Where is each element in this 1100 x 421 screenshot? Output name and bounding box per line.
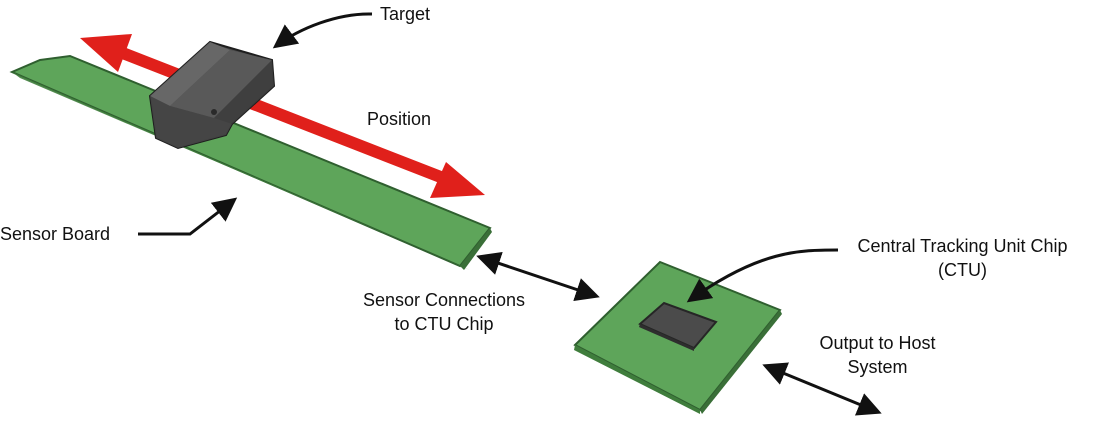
output-label: Output to Host System: [790, 331, 965, 379]
ctu-label-line-2: (CTU): [938, 260, 987, 280]
sensor-board-pointer: [138, 197, 238, 236]
output-label-line-2: System: [847, 357, 908, 377]
sensor-connections-line-1: Sensor Connections: [362, 290, 526, 310]
sensor-board: [9, 54, 492, 270]
sensor-connections-line-2: to CTU Chip: [394, 314, 494, 334]
ctu-label: Central Tracking Unit Chip (CTU): [835, 234, 1090, 282]
ctu-pointer: [686, 248, 839, 303]
target-label: Target: [380, 4, 431, 24]
sensor-connections-label: Sensor Connections to CTU Chip: [334, 288, 554, 336]
target-pointer: [272, 12, 373, 49]
position-label: Position: [367, 109, 432, 129]
ctu-chip: [638, 301, 718, 351]
sensor-board-label: Sensor Board: [0, 224, 111, 244]
target-block: [148, 40, 276, 150]
output-label-line-1: Output to Host: [819, 333, 936, 353]
sensor-connections-arrow: [476, 251, 600, 302]
ctu-label-line-1: Central Tracking Unit Chip: [857, 236, 1068, 256]
output-arrow: [762, 362, 882, 416]
